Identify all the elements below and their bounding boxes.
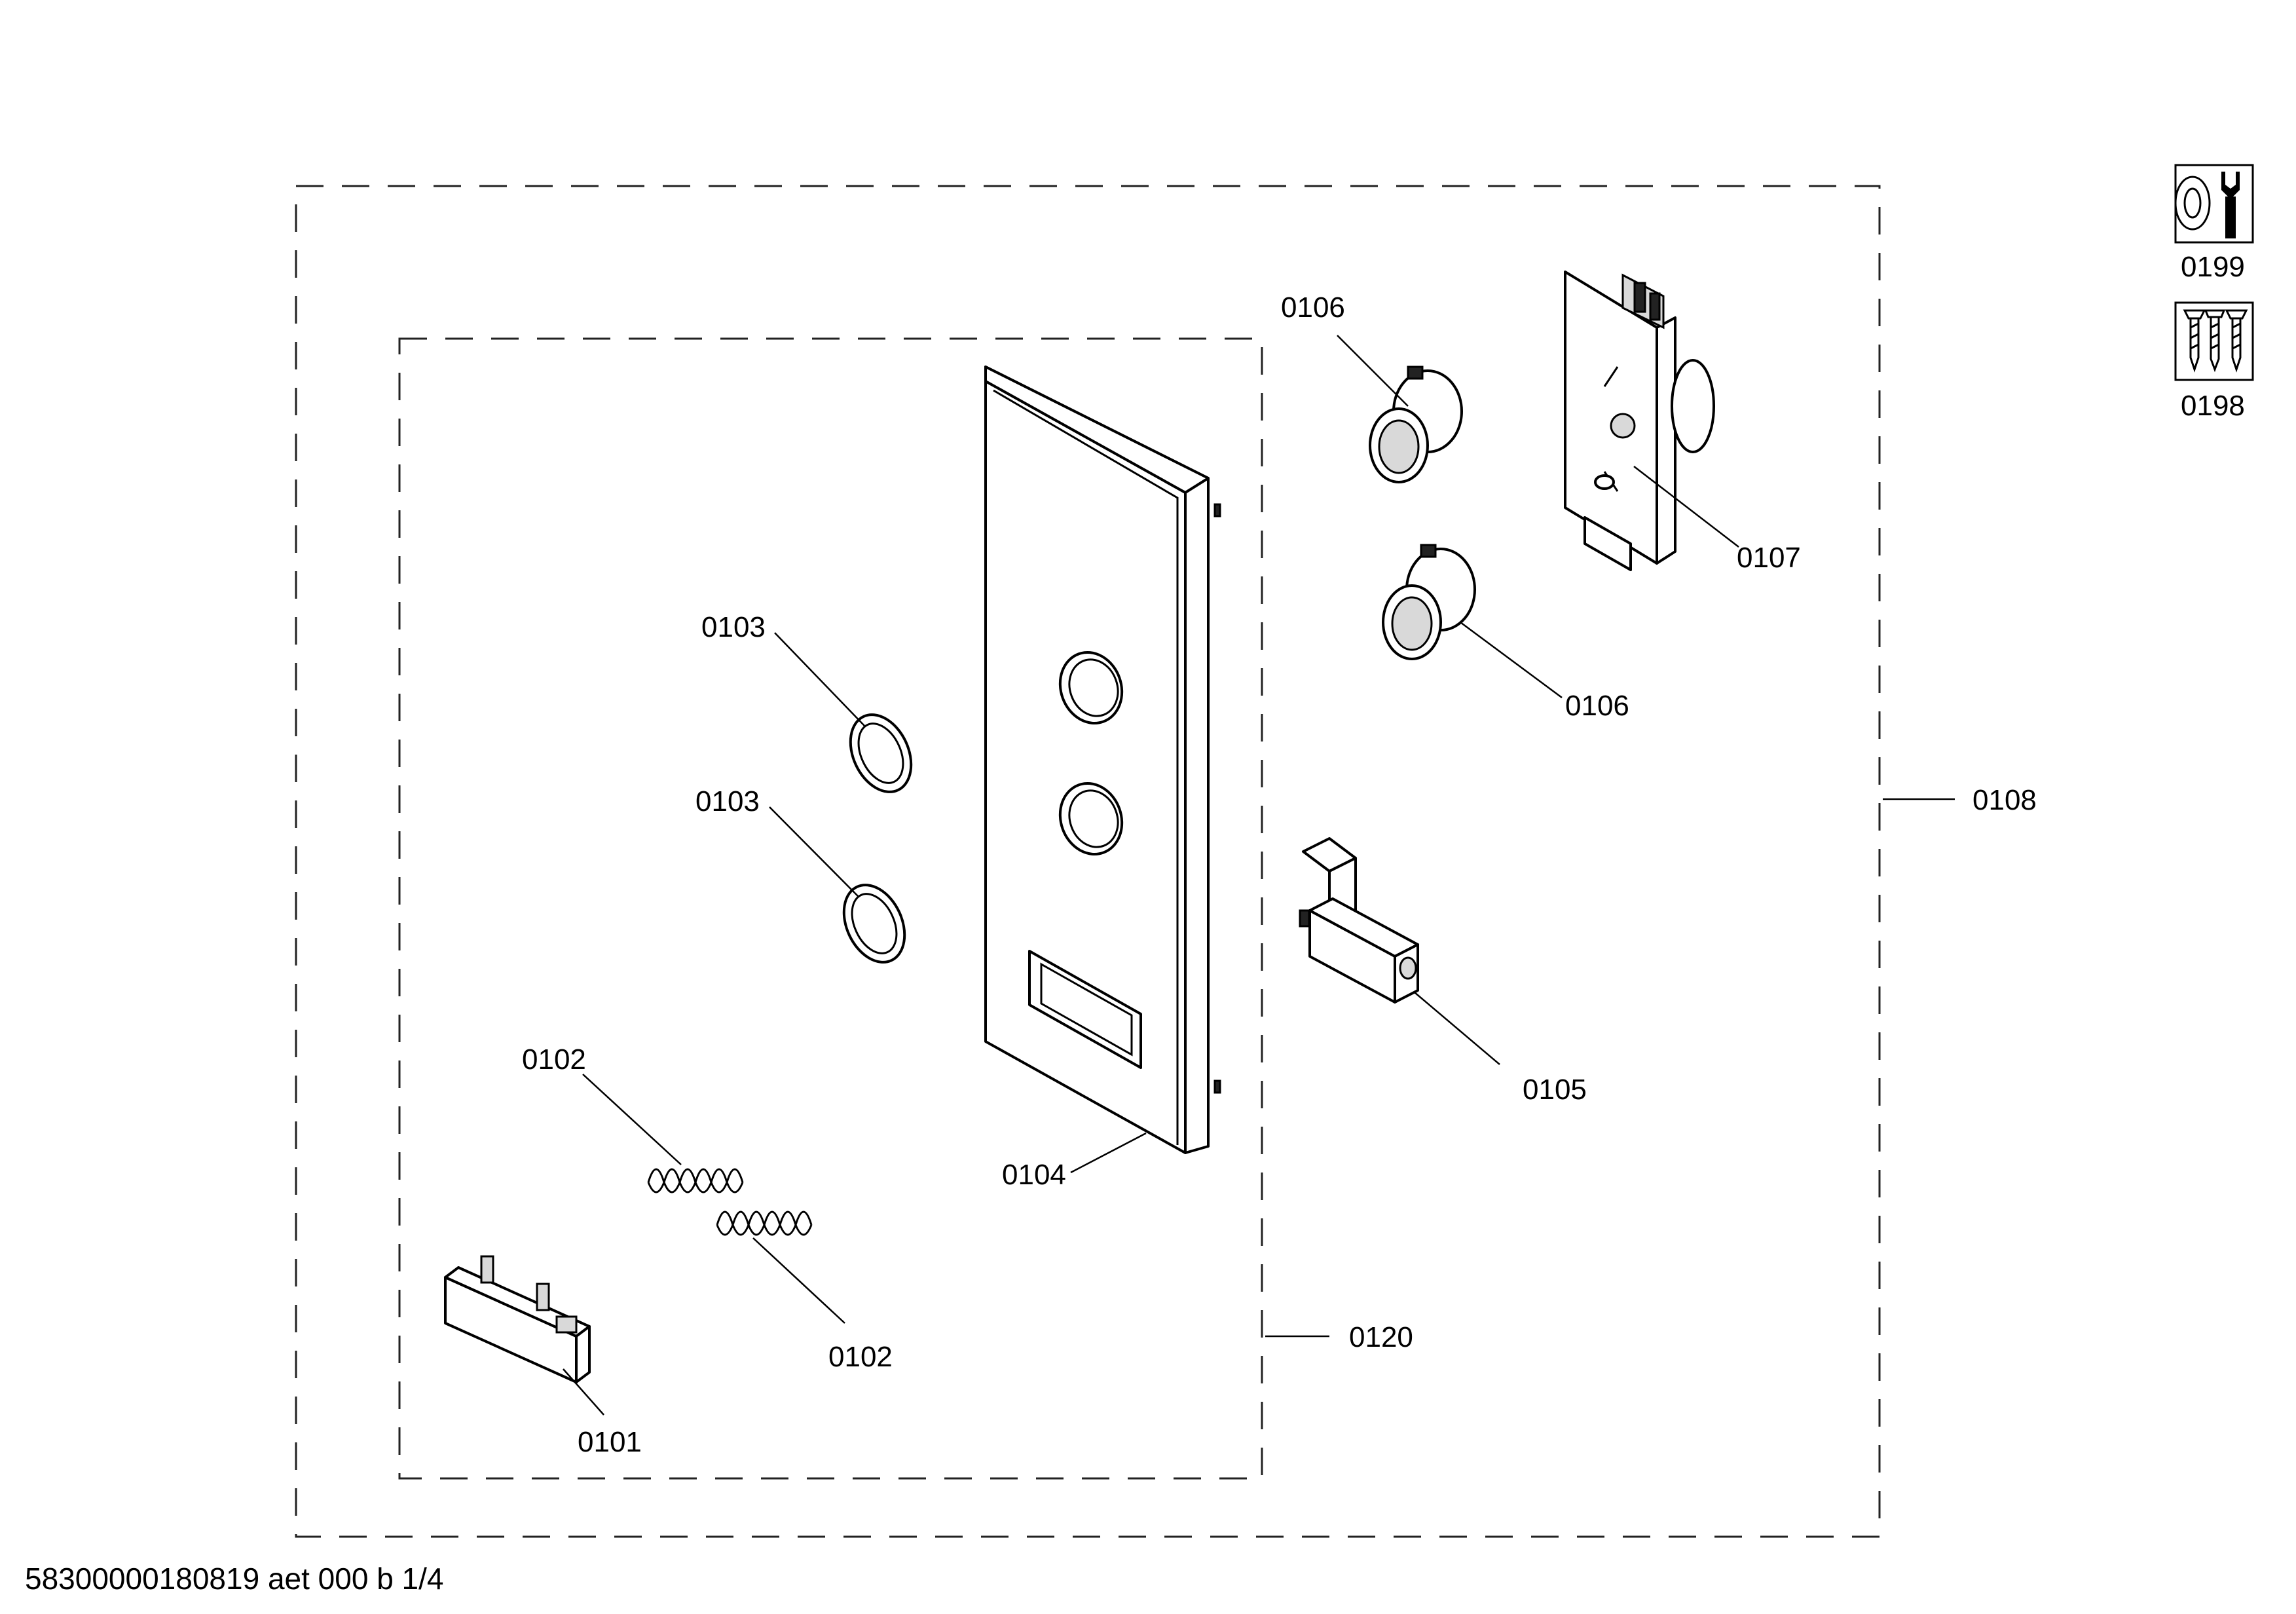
leader-0106a <box>1337 335 1409 407</box>
leader-0103b <box>769 806 859 897</box>
part-0105-door-switch[interactable] <box>1299 837 1419 1004</box>
part-0103-ring-lower[interactable] <box>832 875 917 972</box>
part-0102-spring-lower[interactable] <box>716 1210 813 1236</box>
leader-0102b <box>752 1237 845 1324</box>
assembly-boundary-0108 <box>295 185 1881 1538</box>
label-0106-lower: 0106 <box>1565 690 1629 722</box>
part-0106-knob-upper[interactable] <box>1369 366 1463 483</box>
label-0107: 0107 <box>1737 542 1801 574</box>
leader-0103a <box>774 632 865 726</box>
part-0104-control-panel[interactable] <box>984 366 1221 1154</box>
screws-icon <box>2174 301 2254 381</box>
tool-wrench-icon <box>2174 164 2254 244</box>
label-0103-upper: 0103 <box>701 611 766 643</box>
label-0199: 0199 <box>2181 251 2245 283</box>
label-0108: 0108 <box>1972 784 2037 816</box>
part-0101-push-button[interactable] <box>444 1255 591 1383</box>
label-0102-lower: 0102 <box>828 1341 893 1373</box>
assembly-boundary-0120 <box>398 337 1263 1480</box>
part-0102-spring-upper[interactable] <box>647 1168 744 1193</box>
label-0102-upper: 0102 <box>522 1043 586 1076</box>
label-0105: 0105 <box>1523 1074 1587 1106</box>
leader-0104 <box>1070 1132 1147 1174</box>
leader-0101 <box>563 1368 604 1416</box>
label-0101: 0101 <box>578 1426 642 1458</box>
label-0106-upper: 0106 <box>1281 291 1345 324</box>
label-0198: 0198 <box>2181 390 2245 422</box>
part-0107-timer-switch[interactable] <box>1564 271 1715 571</box>
label-0104: 0104 <box>1002 1159 1066 1191</box>
part-0103-ring-upper[interactable] <box>839 705 923 802</box>
part-0106-knob-lower[interactable] <box>1382 544 1476 660</box>
drawing-reference-code: 58300000180819 aet 000 b 1/4 <box>25 1562 444 1596</box>
leader-0106b <box>1460 621 1563 699</box>
leader-0102a <box>582 1074 682 1165</box>
leader-0107 <box>1633 466 1739 548</box>
label-0103-lower: 0103 <box>695 785 760 817</box>
label-0120: 0120 <box>1349 1321 1413 1353</box>
leader-0105 <box>1414 992 1500 1065</box>
